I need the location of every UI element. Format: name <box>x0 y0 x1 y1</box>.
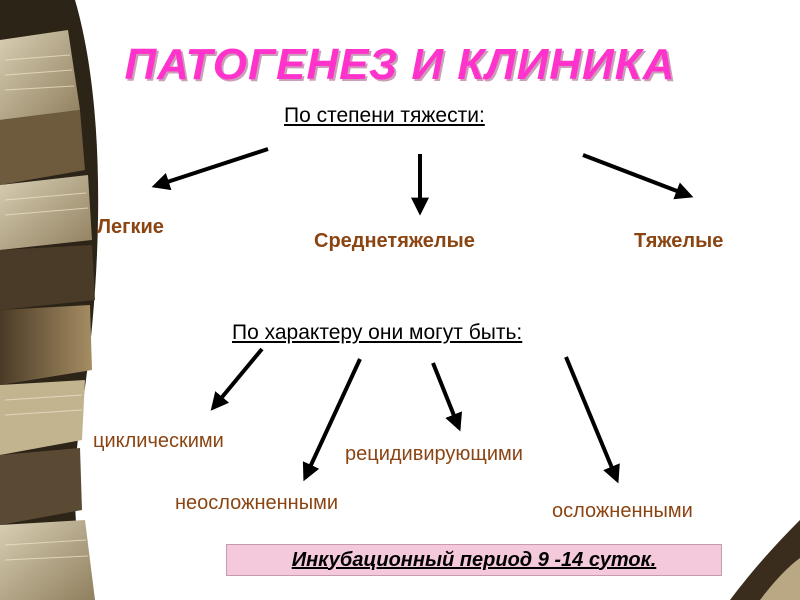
arrow-to-mild <box>151 147 269 191</box>
character-recurrent: рецидивирующими <box>345 443 523 465</box>
severity-severe: Тяжелые <box>634 230 724 252</box>
character-cyclic: циклическими <box>93 430 224 452</box>
arrow-to-complicated <box>564 356 620 484</box>
slide-title: ПАТОГЕНЕЗ И КЛИНИКА <box>124 40 676 89</box>
arrow-to-cyclic <box>210 347 264 411</box>
character-complicated: осложненными <box>552 500 693 522</box>
severity-mild: Легкие <box>97 216 164 238</box>
incubation-period-text: Инкубационный период 9 -14 суток. <box>291 548 657 571</box>
character-heading: По характеру они могут быть: <box>232 321 523 344</box>
arrow-to-severe <box>582 153 694 200</box>
severity-heading: По степени тяжести: <box>284 104 485 127</box>
arrow-to-uncomplicated <box>302 358 362 482</box>
character-uncomplicated: неосложненными <box>175 492 339 514</box>
incubation-period-box: Инкубационный период 9 -14 суток. <box>226 544 722 576</box>
arrow-to-recurrent <box>431 362 463 432</box>
severity-moderate: Среднетяжелые <box>314 230 475 252</box>
